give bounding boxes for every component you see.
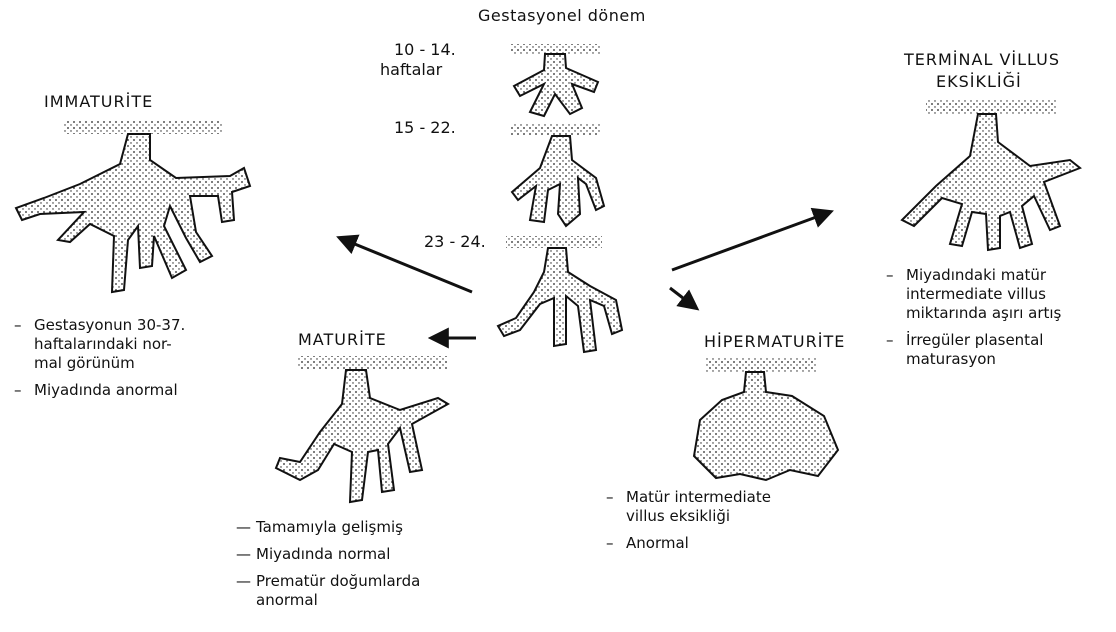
villus-maturite [276, 356, 448, 502]
terminal-note: –İrregüler plasental maturasyon [886, 331, 1061, 369]
maturite-title: MATURİTE [298, 330, 387, 349]
villus-15-22-weeks [510, 124, 604, 226]
terminal-notes: –Miyadındaki matür intermediate villus m… [886, 266, 1061, 377]
hipermaturite-title: HİPERMATURİTE [704, 332, 845, 351]
maturite-notes: —Tamamıyla gelişmiş —Miyadında normal —P… [236, 518, 420, 618]
immaturite-note: –Miyadında anormal [14, 381, 185, 400]
villus-hipermaturite [694, 358, 838, 480]
arrow-to-hipermaturite [670, 288, 696, 308]
arrow-to-terminal [672, 212, 830, 270]
immaturite-note: –Gestasyonun 30-37. haftalarındaki nor- … [14, 316, 185, 373]
villus-23-24-weeks [498, 236, 622, 352]
stage-2-range: 15 - 22. [394, 118, 456, 137]
immaturite-notes: –Gestasyonun 30-37. haftalarındaki nor- … [14, 316, 185, 408]
maturite-note: —Tamamıyla gelişmiş [236, 518, 420, 537]
villus-immaturite [16, 120, 250, 292]
terminal-title-line1: TERMİNAL VİLLUS [904, 50, 1060, 69]
stage-1-unit: haftalar [380, 60, 442, 79]
stage-1-range: 10 - 14. [394, 40, 456, 59]
hipermaturite-note: –Matür intermediate villus eksikliği [606, 488, 771, 526]
immaturite-title: IMMATURİTE [44, 92, 153, 111]
terminal-note: –Miyadındaki matür intermediate villus m… [886, 266, 1061, 323]
hipermaturite-notes: –Matür intermediate villus eksikliği –An… [606, 488, 771, 561]
hipermaturite-note: –Anormal [606, 534, 771, 553]
maturite-note: —Miyadında normal [236, 545, 420, 564]
villus-10-14-weeks [510, 44, 600, 116]
gestation-period-label: Gestasyonel dönem [478, 6, 646, 25]
villus-terminal-eksikligi [902, 100, 1080, 250]
maturite-note: —Prematür doğumlarda anormal [236, 572, 420, 610]
terminal-title-line2: EKSİKLİĞİ [936, 72, 1022, 91]
stage-3-range: 23 - 24. [424, 232, 486, 251]
